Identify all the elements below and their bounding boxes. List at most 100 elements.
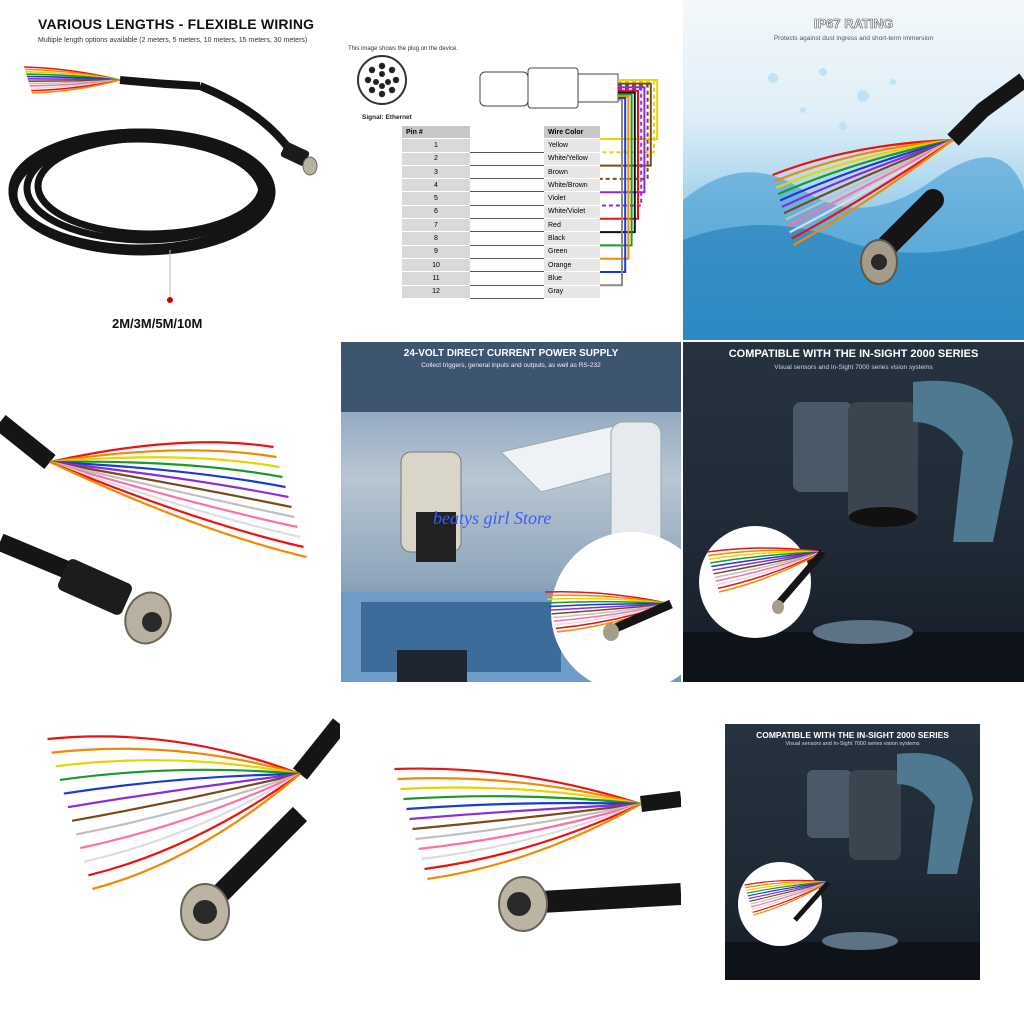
coiled-cable-illustration (8, 66, 318, 303)
wire-color: Green (544, 245, 600, 259)
loose-wire (418, 802, 642, 851)
pin-number: 9 (402, 245, 470, 259)
water-splash-illustration (683, 68, 1024, 340)
wire-color: Violet (544, 191, 600, 206)
pin-leader-line (470, 191, 544, 206)
loose-wire (791, 139, 954, 240)
loose-wire (47, 735, 301, 776)
loose-wire (775, 138, 954, 189)
wire-color: Yellow (544, 138, 600, 153)
loose-wire (777, 138, 954, 196)
loose-wire (792, 139, 954, 246)
loose-wire (49, 460, 292, 509)
loose-wire (59, 768, 301, 781)
diagram-wire (588, 82, 652, 167)
power-supply-image: 24-VOLT DIRECT CURRENT POWER SUPPLY Coll… (341, 342, 681, 682)
loose-wire (49, 460, 295, 519)
loose-wire (71, 772, 301, 822)
connector-face-drawing (357, 55, 659, 287)
product-image-coiled-cable: VARIOUS LENGTHS - FLEXIBLE WIRING Multip… (0, 0, 340, 340)
signal-label: Signal: Ethernet (362, 114, 412, 121)
loose-wire (75, 772, 301, 836)
pinout-header-row: Pin # Wire Color (402, 126, 600, 140)
ip67-title: IP67 RATING (813, 16, 894, 32)
loose-wire (789, 139, 954, 234)
loose-wire (753, 881, 830, 916)
loose-wire (718, 551, 824, 593)
lengths-subtitle: Multiple length options available (2 met… (38, 37, 308, 44)
loose-wire (773, 138, 954, 183)
wire-color: White/Brown (544, 178, 600, 193)
pin-number: 1 (402, 138, 470, 153)
pin-number: 6 (402, 205, 470, 220)
loose-wire (49, 460, 304, 549)
loose-wire (779, 138, 954, 202)
loose-wire (783, 138, 954, 215)
loose-wire (49, 449, 277, 464)
loose-wire (412, 802, 642, 831)
loose-wire (406, 801, 642, 811)
pin-leader-line (470, 138, 544, 153)
loose-wire (785, 139, 954, 221)
loose-wire (63, 772, 301, 795)
loose-wire (67, 772, 301, 809)
power-supply-subtitle: Collect triggers, general inputs and out… (421, 362, 601, 369)
loose-wire (394, 767, 642, 806)
vision-camera-scene-small (725, 752, 980, 980)
compatibility-title: COMPATIBLE WITH THE IN-SIGHT 2000 SERIES (728, 348, 979, 360)
lengths-heading: VARIOUS LENGTHS - FLEXIBLE WIRING (38, 16, 315, 32)
wire-color-column-header: Wire Color (544, 126, 600, 140)
pinout-row: 6 White/Violet (402, 205, 600, 220)
loose-wire (92, 773, 301, 891)
pin-number: 10 (402, 258, 470, 273)
pin-leader-line (470, 205, 544, 220)
diagram-wire (588, 91, 636, 234)
pin-number: 7 (402, 218, 470, 233)
wires-closeup-2 (394, 767, 681, 932)
wire-color: Red (544, 218, 600, 233)
spacer-column (470, 126, 544, 140)
loose-wire (49, 460, 283, 479)
pinout-row: 4 White/Brown (402, 178, 600, 193)
loose-wire (397, 777, 642, 806)
pin-number: 5 (402, 191, 470, 206)
diagram-wire (588, 80, 655, 154)
loose-wire (49, 460, 301, 539)
wires-closeup-1 (47, 718, 340, 941)
loose-wire (79, 773, 301, 850)
pin-number: 2 (402, 152, 470, 166)
loose-wire (415, 802, 642, 841)
diagram-wire (588, 98, 623, 287)
diagram-wire (588, 89, 639, 220)
loose-wire (772, 138, 954, 177)
diagram-wire (588, 93, 633, 247)
pinout-row: 5 Violet (402, 191, 600, 206)
plug-caption: This image shows the plug on the device. (348, 46, 459, 52)
pin-leader-line (470, 271, 544, 286)
pin-number: 4 (402, 178, 470, 193)
wire-color: White/Violet (544, 205, 600, 220)
loose-wire (49, 460, 286, 489)
loose-wire (787, 139, 954, 227)
wire-color: Blue (544, 271, 600, 286)
product-image-cable-end (0, 342, 340, 682)
diagram-wire (588, 84, 649, 180)
pin-leader-line (470, 231, 544, 246)
loose-wire (55, 759, 301, 776)
loose-wire (409, 802, 642, 821)
diagram-wire (588, 97, 627, 273)
pin-leader-line (470, 218, 544, 233)
loose-wire (49, 456, 280, 469)
pin-number: 11 (402, 271, 470, 286)
ip67-subtitle: Protects against dust ingress and short-… (773, 35, 934, 42)
length-options-label: 2M/3M/5M/10M (112, 316, 203, 331)
cable-end-illustration (0, 414, 307, 645)
ip67-rating-image: IP67 RATING Protects against dust ingres… (683, 0, 1024, 340)
compatibility-subtitle: Visual sensors and In-Sight 7000 series … (774, 364, 933, 371)
loose-wire (88, 773, 301, 877)
loose-wire (51, 747, 301, 776)
